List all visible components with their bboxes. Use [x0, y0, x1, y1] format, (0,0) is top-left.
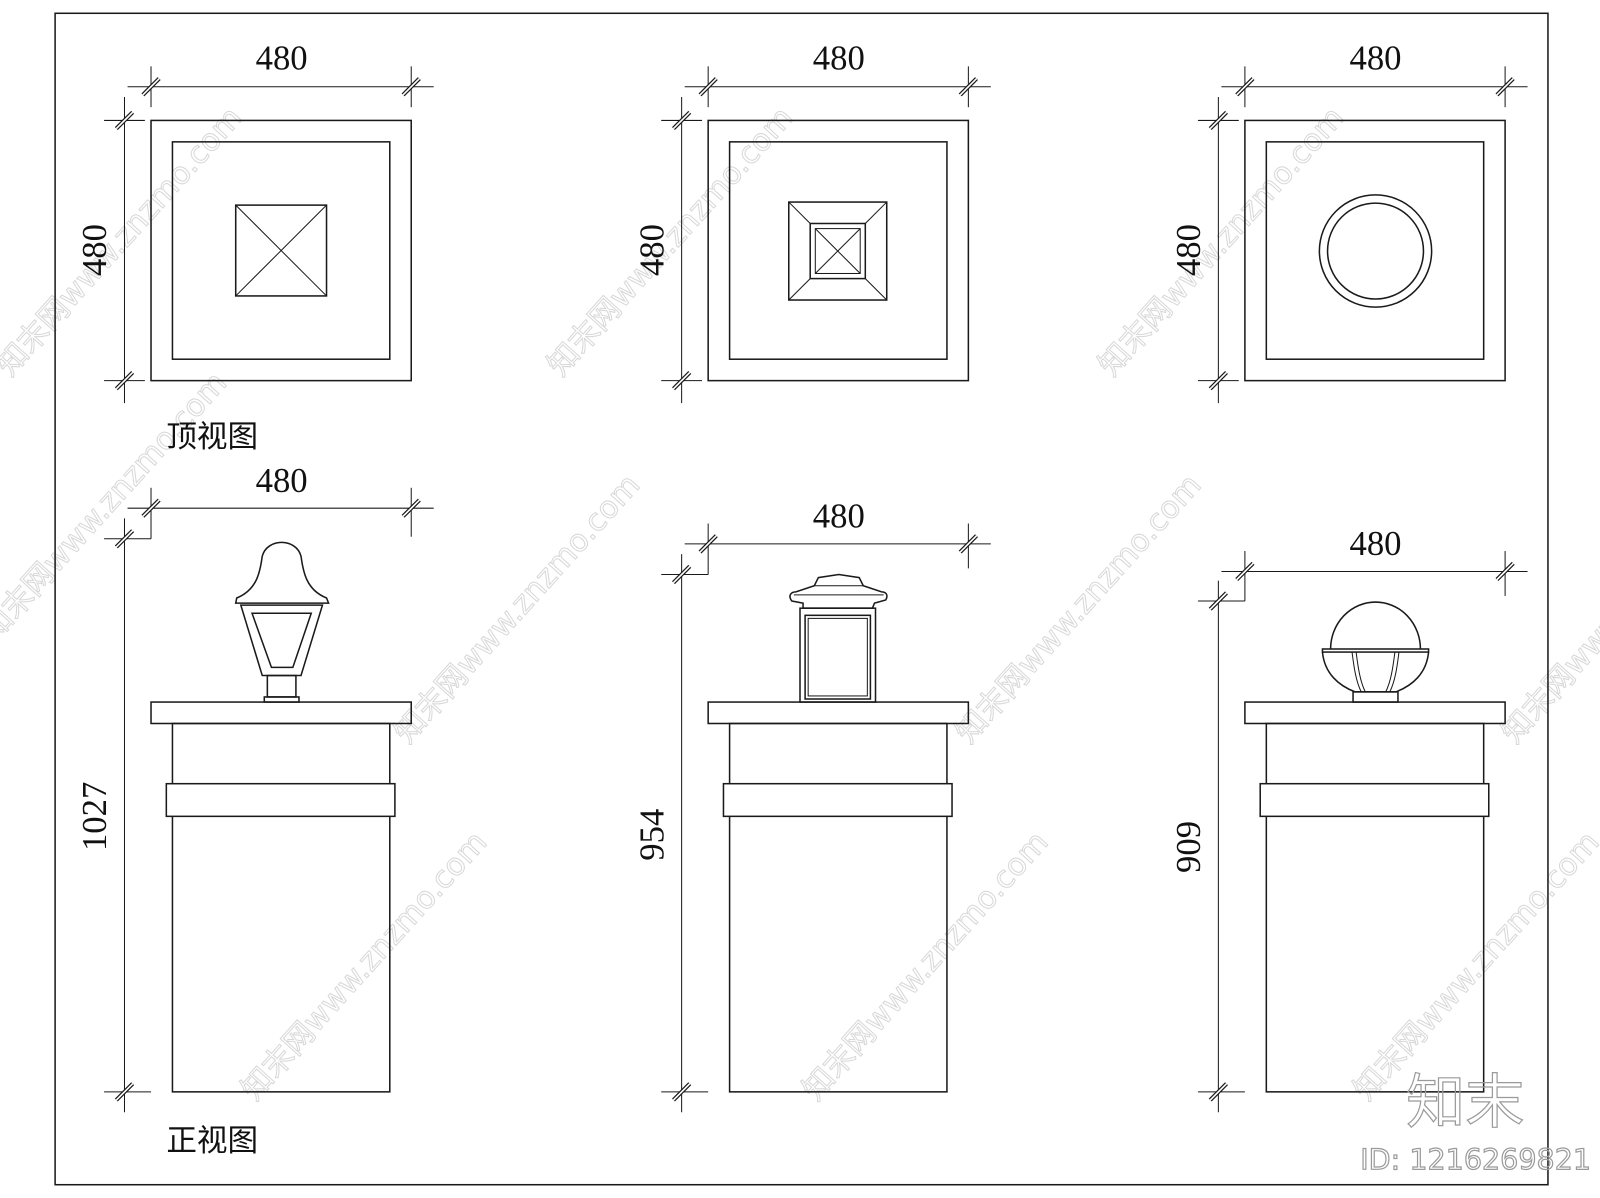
top-view-label: 顶视图 [166, 420, 258, 455]
watermark-logo: 知末 [1406, 1067, 1524, 1136]
top-view-1: 480 480 [75, 38, 434, 404]
width-dimension: 480 [256, 461, 308, 500]
front-view-label: 正视图 [166, 1124, 258, 1159]
svg-text:知末网www.znzmo.com: 知末网www.znzmo.com [1347, 825, 1600, 1107]
height-dimension: 909 [1169, 821, 1208, 873]
svg-text:知末网www.znzmo.com: 知末网www.znzmo.com [0, 366, 234, 648]
watermark-id: ID: 1216269821 [1360, 1142, 1591, 1176]
top-view-2: 480 480 [632, 38, 991, 404]
front-view-3: 480 909 [1169, 524, 1528, 1113]
width-dimension: 480 [813, 38, 865, 77]
width-dimension: 480 [813, 497, 865, 536]
drawing-frame [54, 12, 1549, 1186]
svg-text:知末网www.znzmo.com: 知末网www.znzmo.com [796, 825, 1055, 1107]
depth-dimension: 480 [75, 224, 114, 276]
svg-text:知末网www.znzmo.com: 知末网www.znzmo.com [1092, 101, 1351, 383]
width-dimension: 480 [1349, 38, 1401, 77]
svg-text:知末网www.znzmo.com: 知末网www.znzmo.com [949, 468, 1208, 750]
front-view-1: 480 1027 [75, 461, 434, 1113]
height-dimension: 1027 [75, 782, 114, 851]
globe-lamp [1321, 601, 1430, 703]
svg-text:知末网www.znzmo.com: 知末网www.znzmo.com [388, 468, 647, 750]
bell-lantern-lamp [234, 541, 330, 703]
depth-dimension: 480 [632, 224, 671, 276]
svg-text:知末网www.znzmo.com: 知末网www.znzmo.com [235, 825, 494, 1107]
watermarks: 知末网www.znzmo.com 知末网www.znzmo.com 知末网www… [0, 100, 1600, 1108]
width-dimension: 480 [256, 38, 308, 77]
box-lantern-lamp [789, 573, 888, 703]
front-view-2: 480 954 [632, 497, 991, 1113]
width-dimension: 480 [1349, 524, 1401, 563]
height-dimension: 954 [632, 809, 671, 861]
top-view-3: 480 480 [1169, 38, 1528, 404]
depth-dimension: 480 [1169, 224, 1208, 276]
